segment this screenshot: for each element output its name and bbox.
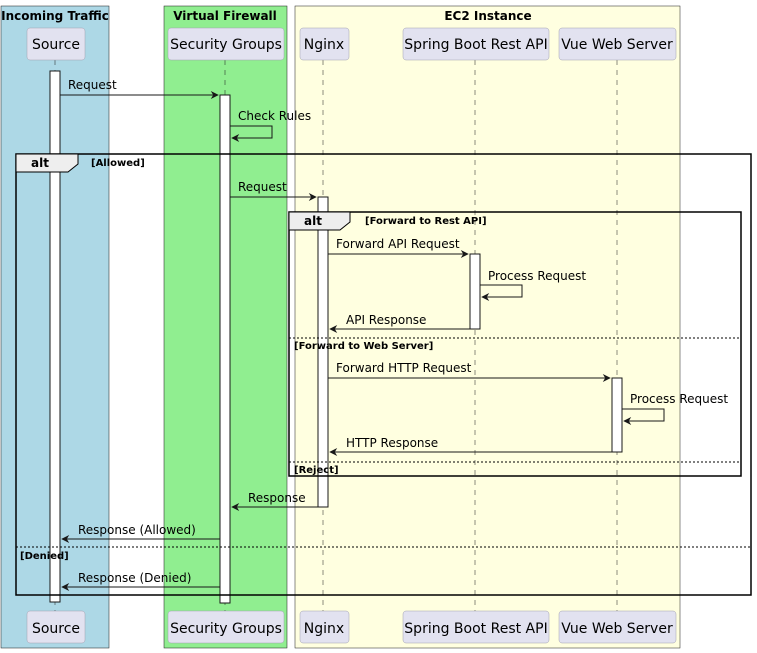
- fragment-inner-else-condition-2: [Reject]: [294, 465, 339, 476]
- participant-source-bottom[interactable]: Source: [26, 610, 86, 644]
- participant-nginx-label: Nginx: [304, 621, 344, 637]
- participant-source-label: Source: [32, 37, 80, 53]
- participants-bottom: Source Security Groups Nginx Spring Boot…: [26, 610, 677, 644]
- fragment-outer-condition: [Allowed]: [91, 158, 145, 169]
- participant-security-groups-bottom[interactable]: Security Groups: [167, 610, 285, 644]
- message-label-response-allowed: Response (Allowed): [78, 523, 196, 537]
- message-label-response-denied: Response (Denied): [78, 571, 191, 585]
- message-arrow-check-rules: [230, 125, 273, 142]
- message-label-process-request-1: Process Request: [488, 269, 586, 283]
- participants-top: Source Security Groups Nginx Spring Boot…: [26, 27, 677, 61]
- participant-vue-top[interactable]: Vue Web Server: [558, 27, 677, 61]
- fragment-outer-else-condition: [Denied]: [20, 551, 69, 562]
- participant-vue-bottom[interactable]: Vue Web Server: [558, 610, 677, 644]
- participant-nginx-bottom[interactable]: Nginx: [299, 610, 350, 644]
- messages: [60, 91, 665, 591]
- activation-nginx: [317, 196, 329, 508]
- box-ec2-title: EC2 Instance: [444, 9, 531, 23]
- message-label-forward-api: Forward API Request: [336, 237, 460, 251]
- participant-spring-label: Spring Boot Rest API: [404, 621, 547, 637]
- participant-nginx-top[interactable]: Nginx: [299, 27, 350, 61]
- fragment-inner-keyword: alt: [304, 214, 322, 228]
- message-label-process-request-2: Process Request: [630, 392, 728, 406]
- message-arrow-process-request-2: [622, 408, 665, 425]
- fragment-inner-condition: [Forward to Rest API]: [365, 216, 487, 227]
- message-labels: Request Check Rules Request Forward API …: [68, 78, 728, 585]
- participant-spring-bottom[interactable]: Spring Boot Rest API: [402, 610, 550, 644]
- participant-nginx-label: Nginx: [304, 37, 344, 53]
- participant-spring-top[interactable]: Spring Boot Rest API: [402, 27, 550, 61]
- participant-spring-label: Spring Boot Rest API: [404, 37, 547, 53]
- participant-security-groups-top[interactable]: Security Groups: [167, 27, 285, 61]
- message-label-http-response: HTTP Response: [346, 436, 438, 450]
- participant-security-groups-label: Security Groups: [170, 621, 282, 637]
- message-label-request-1: Request: [68, 78, 117, 92]
- activation-vue: [611, 377, 623, 453]
- message-label-forward-http: Forward HTTP Request: [336, 361, 472, 375]
- participant-vue-label: Vue Web Server: [561, 621, 673, 637]
- message-label-check-rules: Check Rules: [238, 109, 311, 123]
- box-incoming-title: Incoming Traffic: [1, 9, 109, 23]
- fragment-outer-alt: alt [Allowed] [Denied]: [15, 153, 752, 596]
- participant-vue-label: Vue Web Server: [561, 37, 673, 53]
- participant-source-label: Source: [32, 621, 80, 637]
- message-label-response: Response: [248, 491, 306, 505]
- activation-spring: [469, 253, 481, 330]
- box-firewall-title: Virtual Firewall: [173, 9, 277, 23]
- box-ec2-instance: EC2 Instance: [294, 5, 681, 649]
- message-label-request-2: Request: [238, 180, 287, 194]
- activation-source: [49, 70, 61, 603]
- activation-security-groups: [219, 94, 231, 604]
- message-label-api-response: API Response: [346, 313, 426, 327]
- fragment-inner-alt: alt [Forward to Rest API] [Forward to We…: [288, 211, 742, 477]
- fragment-outer-keyword: alt: [31, 156, 49, 170]
- fragment-inner-else-condition-1: [Forward to Web Server]: [294, 341, 433, 352]
- participant-security-groups-label: Security Groups: [170, 37, 282, 53]
- activations: [49, 70, 623, 604]
- message-arrow-process-request-1: [480, 284, 523, 301]
- participant-source-top[interactable]: Source: [26, 27, 86, 61]
